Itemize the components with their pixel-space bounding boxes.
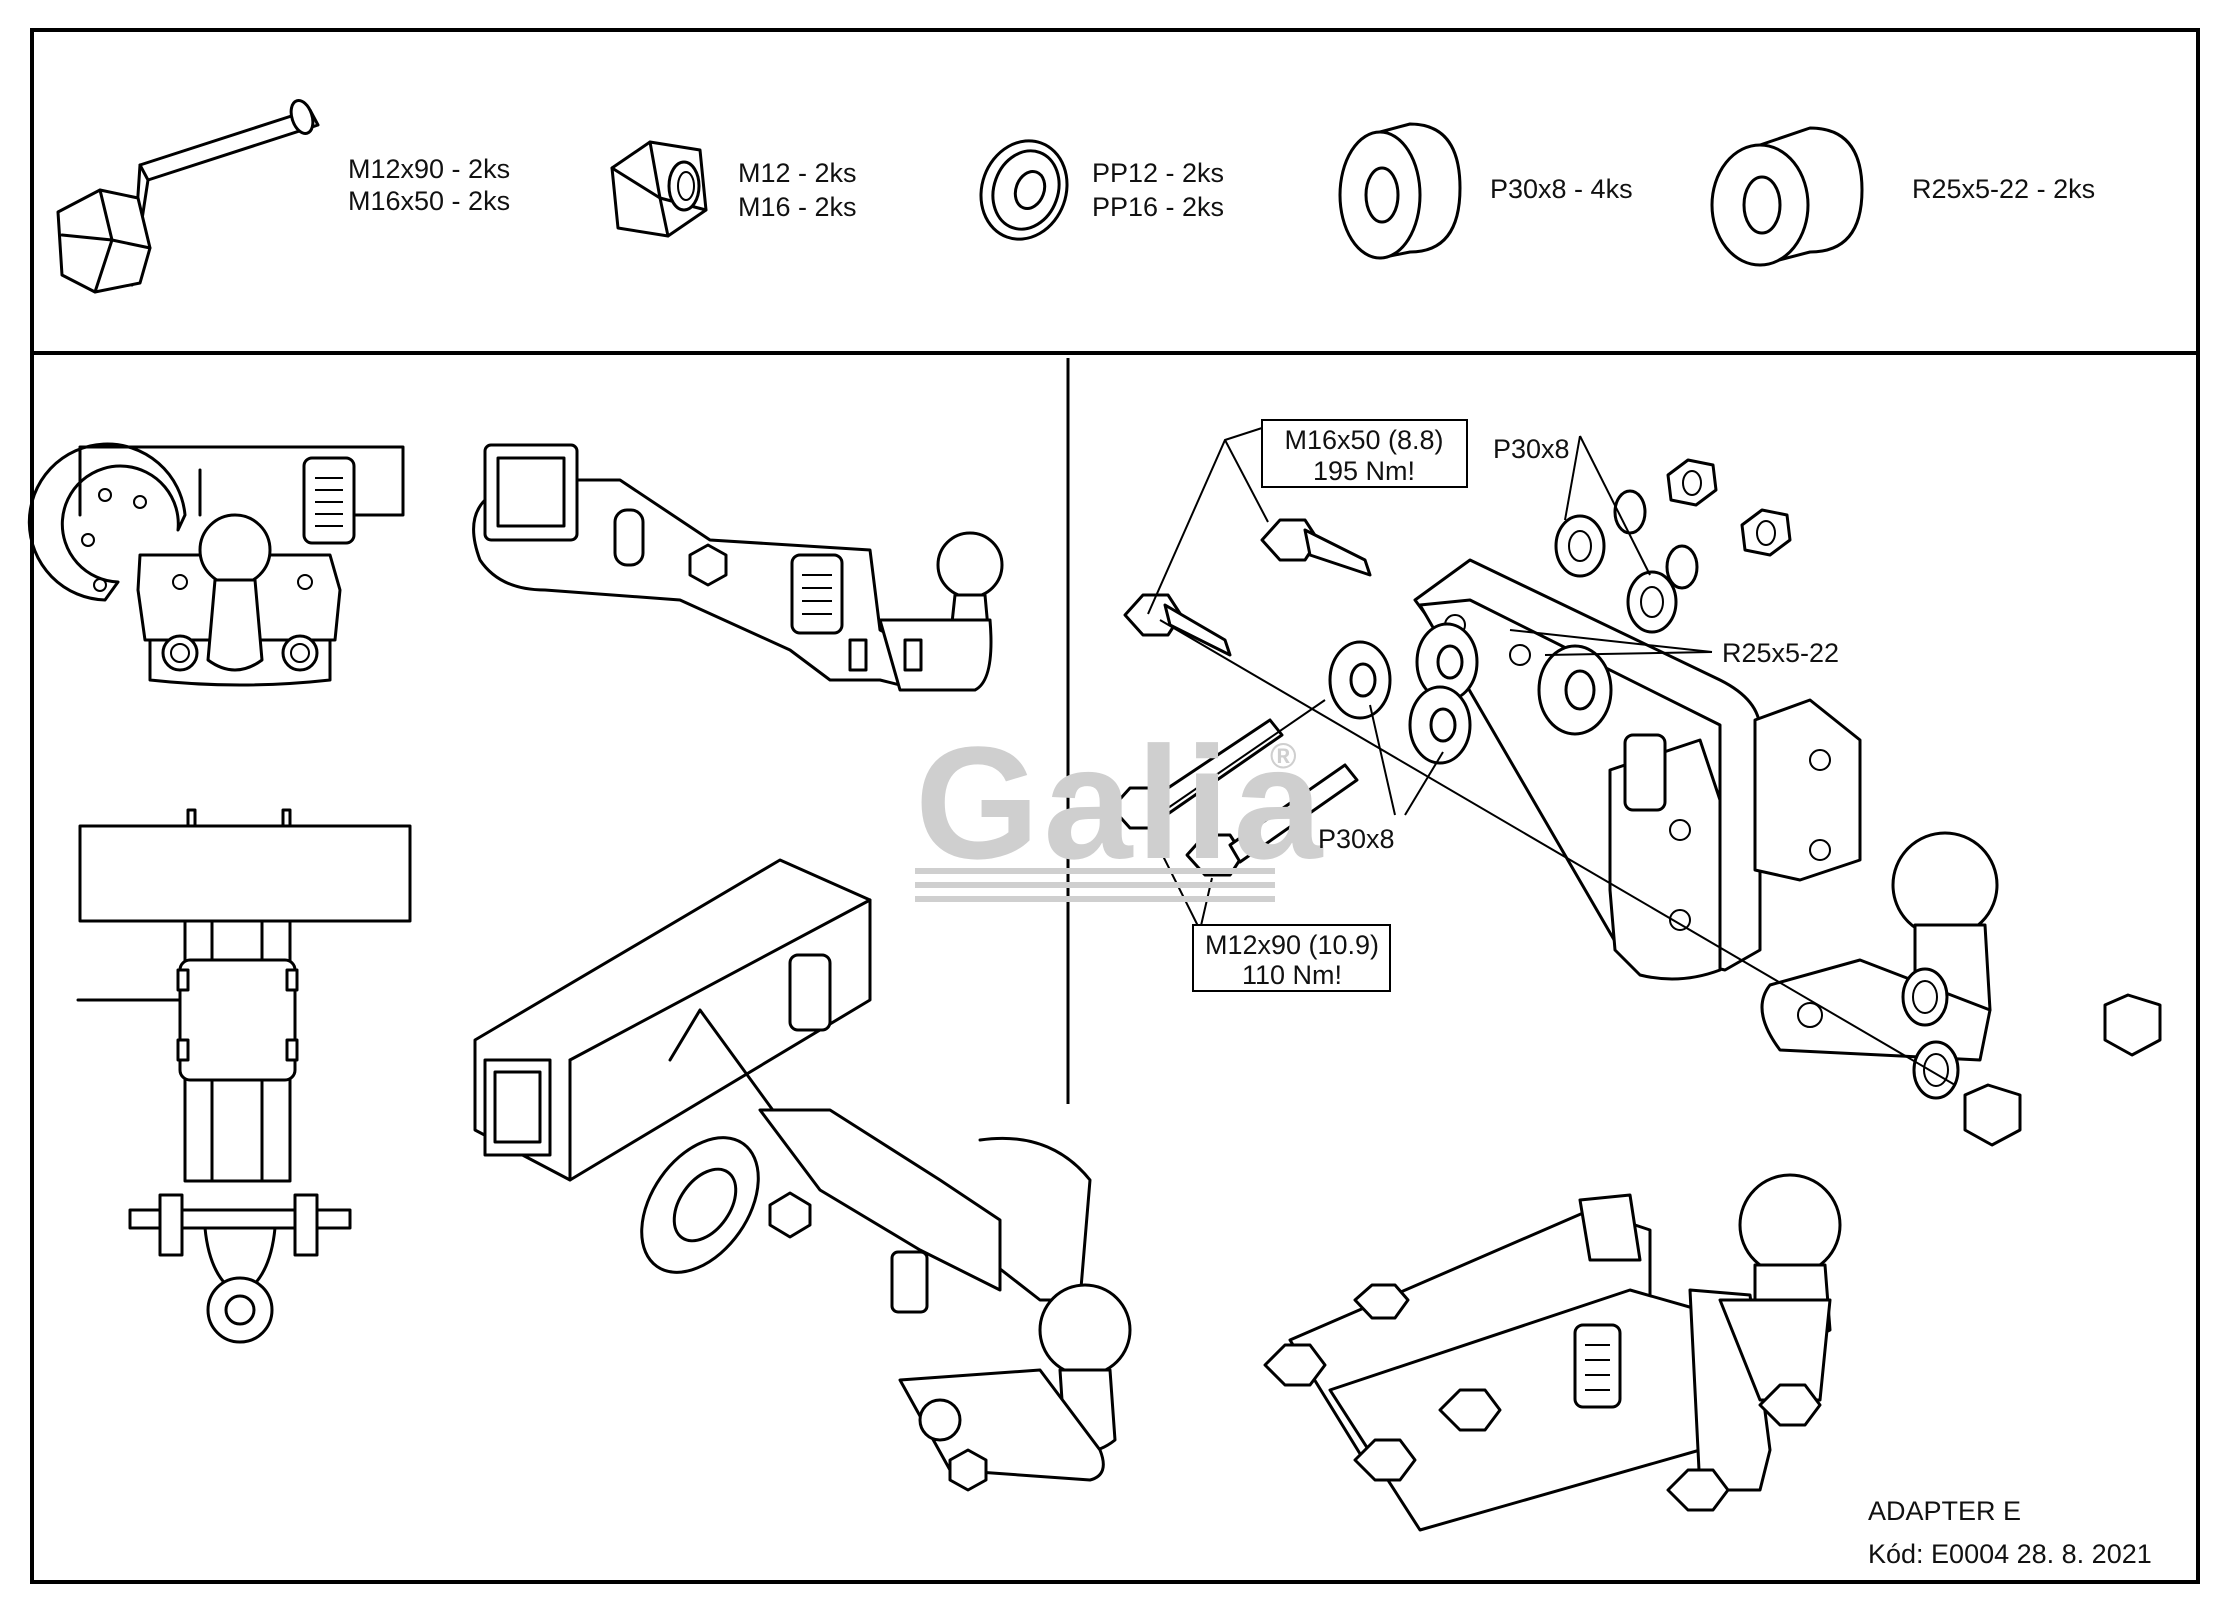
front-view <box>27 442 405 687</box>
footer-title: ADAPTER E <box>1868 1496 2021 1526</box>
callout-p30-bottom: P30x8 <box>1318 824 1395 854</box>
side-view <box>472 443 1004 692</box>
callout-m16-line2: 195 Nm! <box>1313 456 1415 486</box>
washer-label-line2: PP16 - 2ks <box>1092 192 1224 222</box>
watermark-registered-mark: ® <box>1270 735 1297 776</box>
callout-m12-line1: M12x90 (10.9) <box>1205 930 1379 960</box>
nut-label-line2: M16 - 2ks <box>738 192 857 222</box>
bolt-label-line1: M12x90 - 2ks <box>348 154 510 184</box>
washer-label-line1: PP12 - 2ks <box>1092 158 1224 188</box>
footer-code: Kód: E0004 28. 8. 2021 <box>1868 1539 2152 1569</box>
callout-m12-box <box>1192 924 1391 992</box>
top-view <box>76 808 412 1344</box>
iso-receiver-view <box>473 858 1132 1492</box>
callout-r25: R25x5-22 <box>1722 638 1839 668</box>
spacer-label: P30x8 - 4ks <box>1490 174 1633 204</box>
bolt-label-line2: M16x50 - 2ks <box>348 186 510 216</box>
watermark-text: Galia <box>915 713 1326 892</box>
callout-m16-line1: M16x50 (8.8) <box>1284 425 1443 455</box>
nut-icon <box>610 140 708 238</box>
washer-icon <box>979 139 1069 241</box>
sleeve-icon <box>1710 126 1864 267</box>
bolt-icon <box>56 99 320 294</box>
exploded-view <box>1110 427 2162 1147</box>
outer-frame <box>30 28 2200 1584</box>
galia-watermark: Galia ® <box>915 713 1326 902</box>
callout-m12-line2: 110 Nm! <box>1242 960 1342 990</box>
spacer-icon <box>1338 122 1462 260</box>
callout-m16-box <box>1261 419 1468 488</box>
assembled-view <box>1263 1173 1842 1532</box>
nut-label-line1: M12 - 2ks <box>738 158 857 188</box>
callout-p30-top: P30x8 <box>1493 434 1570 464</box>
sleeve-label: R25x5-22 - 2ks <box>1912 174 2095 204</box>
